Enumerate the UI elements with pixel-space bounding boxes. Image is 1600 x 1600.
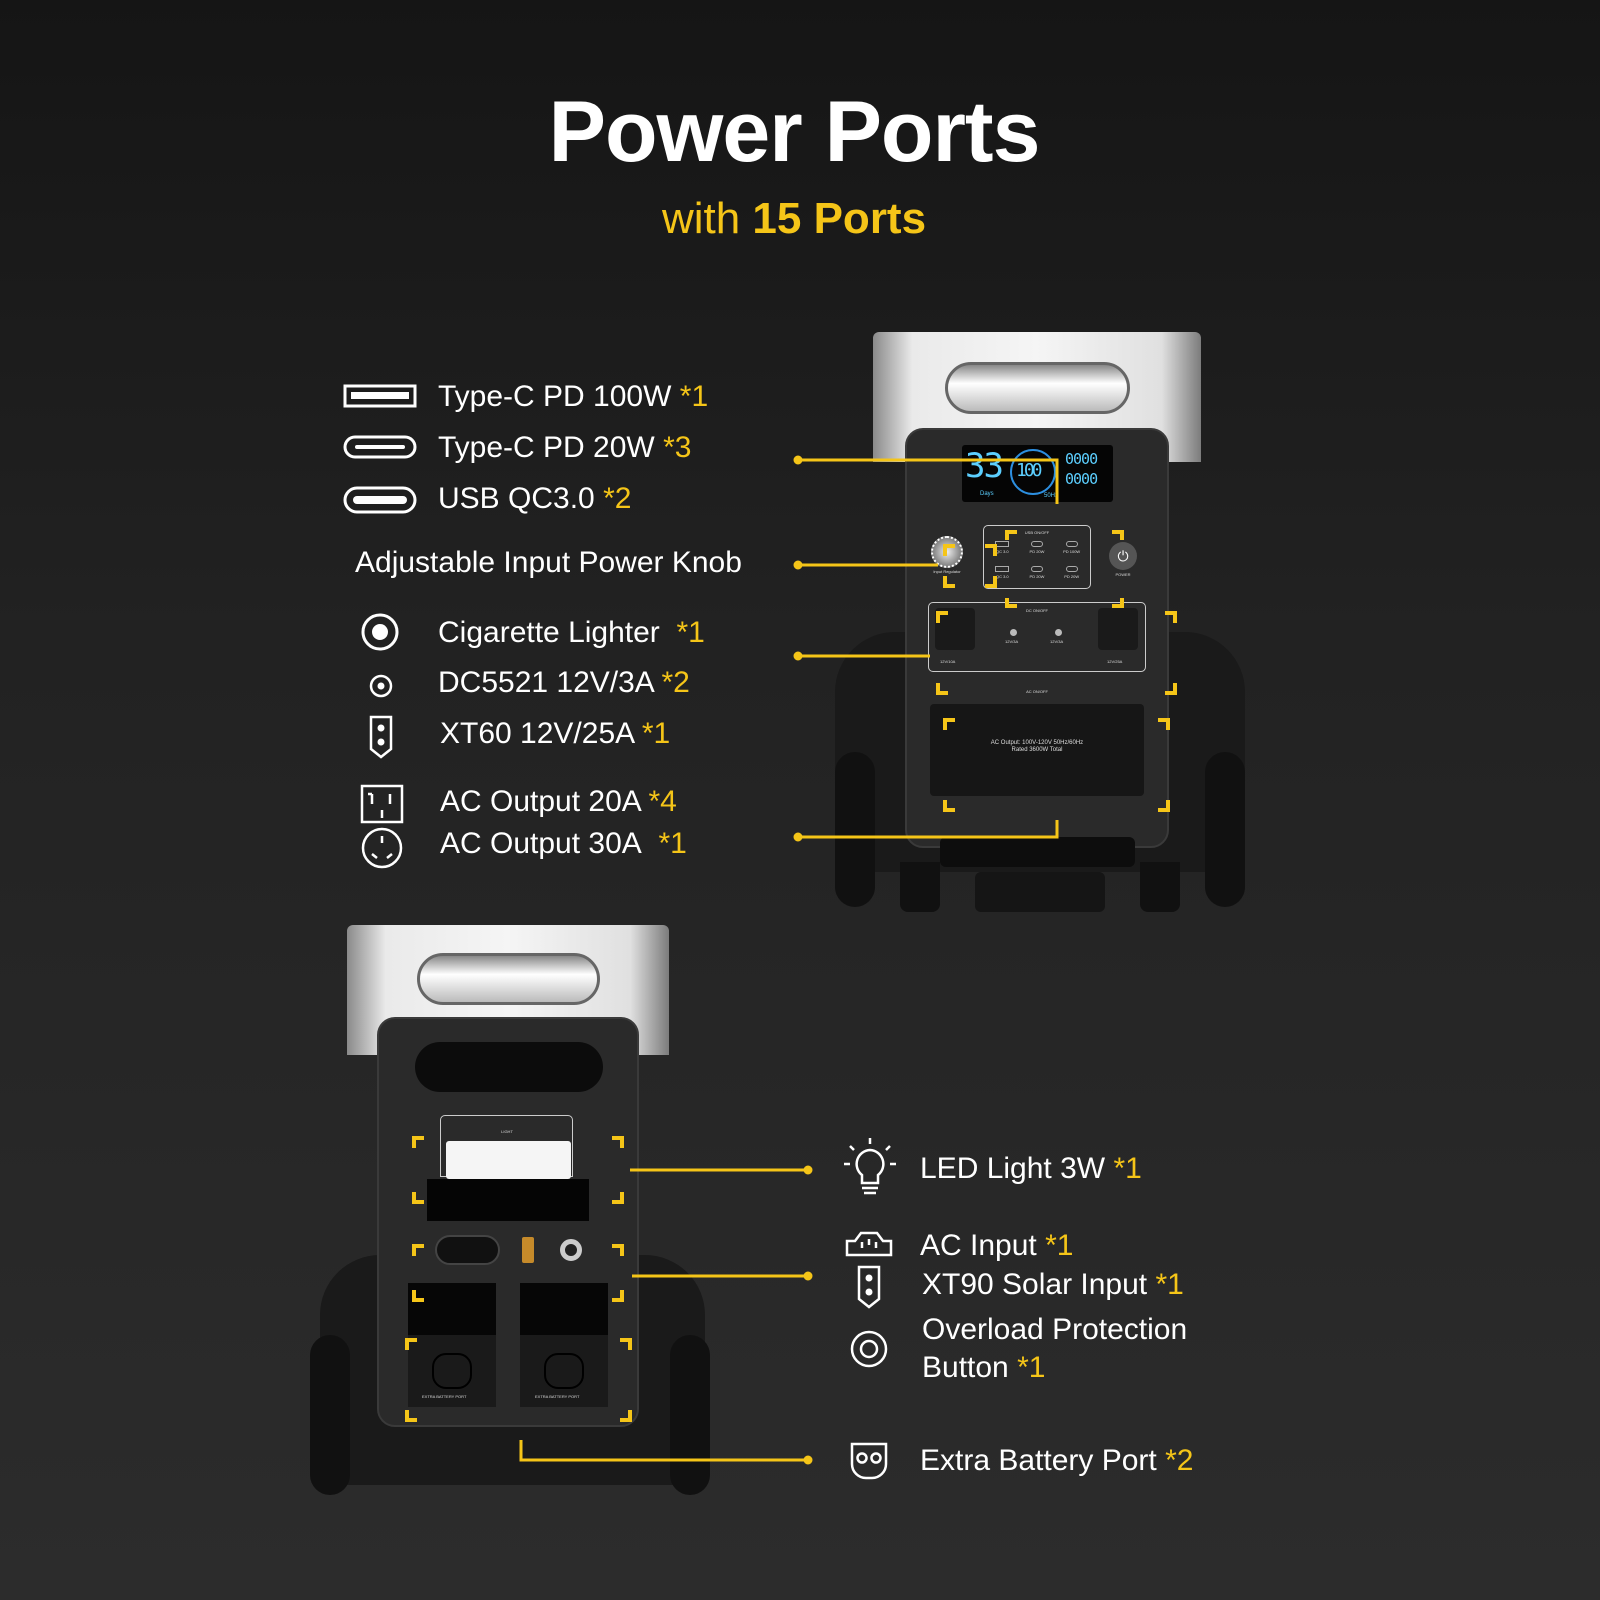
port-label: LED Light 3W *1	[920, 1152, 1142, 1185]
dc-label: 12V/3A	[1005, 639, 1019, 644]
dc5521-port-icon	[369, 674, 393, 698]
xt60-port	[1098, 608, 1138, 650]
port-label: AC Input *1	[920, 1229, 1074, 1262]
port-label: Type-C PD 20W *3	[438, 431, 692, 464]
usb-qc-port-icon	[343, 486, 417, 514]
ac-rated-text: Rated 3600W Total	[1011, 747, 1063, 754]
port-label: AC Output 20A *4	[440, 785, 677, 818]
ac-output-cover: AC Output: 100V-120V 50Hz/60Hz Rated 360…	[930, 704, 1144, 796]
lcd-screen: 33 Days 100 50Hz 0000 0000	[962, 445, 1113, 502]
port-label: USB QC3.0 *2	[438, 482, 632, 515]
screen-hz: 50Hz	[1044, 493, 1059, 499]
battery-port-icon	[850, 1442, 888, 1480]
screen-percent: 100	[1016, 460, 1042, 481]
usb-c-port-icon	[343, 435, 417, 459]
usb-port: PD 100W	[1054, 538, 1089, 563]
dc-label: 12V/25A	[1107, 659, 1123, 664]
usb-port: PD 20W	[1054, 563, 1089, 588]
screen-days: 33	[965, 446, 1004, 486]
usb-switch-label: USB ON/OFF	[1024, 530, 1050, 535]
screen-input: 0000	[1065, 450, 1098, 468]
port-label: DC5521 12V/3A *2	[438, 666, 690, 699]
port-label: XT60 12V/25A *1	[440, 717, 671, 750]
power-button: ⏻	[1109, 542, 1137, 570]
ac-input-port	[435, 1235, 500, 1265]
ac-outlet-20a-icon	[360, 784, 404, 824]
battery-port-label: EXTRA BATTERY PORT	[422, 1394, 467, 1399]
port-label: Cigarette Lighter *1	[438, 616, 705, 649]
ac-switch-label: AC ON/OFF	[1026, 689, 1048, 694]
xt90-port-icon	[857, 1265, 881, 1309]
rear-device-image: LIGHT EXTRA BATTERY PORT EXTRA BATTERY P…	[310, 925, 710, 1510]
port-label: Adjustable Input Power Knob	[355, 546, 742, 579]
port-label: Extra Battery Port *2	[920, 1444, 1194, 1477]
led-light-panel	[446, 1141, 571, 1179]
usb-port: PD 20W	[1020, 538, 1055, 563]
port-label: Type-C PD 100W *1	[438, 380, 709, 413]
dc-label: 12V/10A	[940, 659, 956, 664]
xt90-port	[522, 1237, 534, 1263]
screen-output: 0000	[1065, 470, 1098, 488]
subtitle-highlight: 15 Ports	[752, 194, 927, 243]
dc-switch-label: DC ON/OFF	[1026, 608, 1048, 613]
overload-button	[560, 1239, 582, 1261]
power-label: POWER	[1115, 572, 1131, 577]
light-bulb-icon	[844, 1138, 896, 1195]
ac-outlet-30a-icon	[361, 827, 403, 869]
ac-output-text: AC Output: 100V-120V 50Hz/60Hz	[990, 740, 1084, 746]
battery-port-label: EXTRA BATTERY PORT	[535, 1394, 580, 1399]
ac-input-icon	[845, 1231, 893, 1257]
knob-label: Input Regulator	[933, 569, 961, 574]
extra-battery-port	[408, 1335, 496, 1407]
dc-label: 12V/3A	[1050, 639, 1064, 644]
usb-port: PD 20W	[1020, 563, 1055, 588]
page-subtitle: with 15 Ports	[0, 194, 1588, 243]
page-title: Power Ports	[548, 84, 1041, 180]
subtitle-prefix: with	[661, 194, 741, 243]
light-label: LIGHT	[501, 1129, 513, 1134]
extra-battery-port	[520, 1335, 608, 1407]
front-device-image: 33 Days 100 50Hz 0000 0000 Input Regulat…	[835, 332, 1245, 912]
overload-button-icon	[850, 1330, 888, 1368]
cigarette-lighter-icon	[361, 613, 399, 651]
screen-days-unit: Days	[980, 491, 994, 497]
xt60-port-icon	[369, 715, 393, 759]
port-label: XT90 Solar Input *1	[922, 1268, 1184, 1301]
usb-port: QC 3.0	[985, 563, 1020, 588]
port-label: AC Output 30A *1	[440, 827, 687, 860]
usb-a-port-icon	[343, 384, 417, 408]
